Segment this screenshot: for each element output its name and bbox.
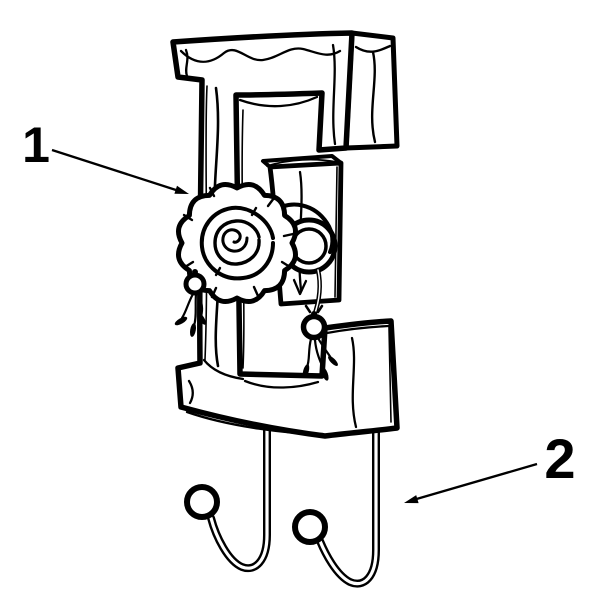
bead-right [300,313,328,341]
callout-2-arrow-line [416,462,538,501]
callout-1: 1 [22,117,189,194]
flower-spiral-center [221,228,249,253]
flower-ring-inner [213,219,261,266]
callout-1-arrow-line [51,148,177,192]
hook-wire-highlight [209,410,269,570]
flower-petal-ticks [182,186,295,299]
callout-2-label: 2 [544,427,575,490]
letter-e-front-face [170,30,400,439]
bead-left [183,272,207,296]
hook-wire-highlight [318,418,378,586]
wire-hook-left [184,408,271,573]
ribbon-arc [270,202,335,254]
flower-ring-outer [199,205,275,281]
side-face-texture [354,44,392,144]
callout-2: 2 [404,427,576,504]
hook-ball [292,509,328,545]
hook-ball [184,484,220,520]
callout-1-label: 1 [22,117,50,173]
bead-knot-right-ties [304,304,324,314]
wire-hook-right [292,416,380,588]
tassel-left [174,291,206,337]
callout-1-arrowhead [174,185,189,194]
tassel-right [302,336,338,381]
flower-ornament [174,182,338,381]
hook-wire [207,408,271,573]
callout-2-arrowhead [404,495,419,504]
